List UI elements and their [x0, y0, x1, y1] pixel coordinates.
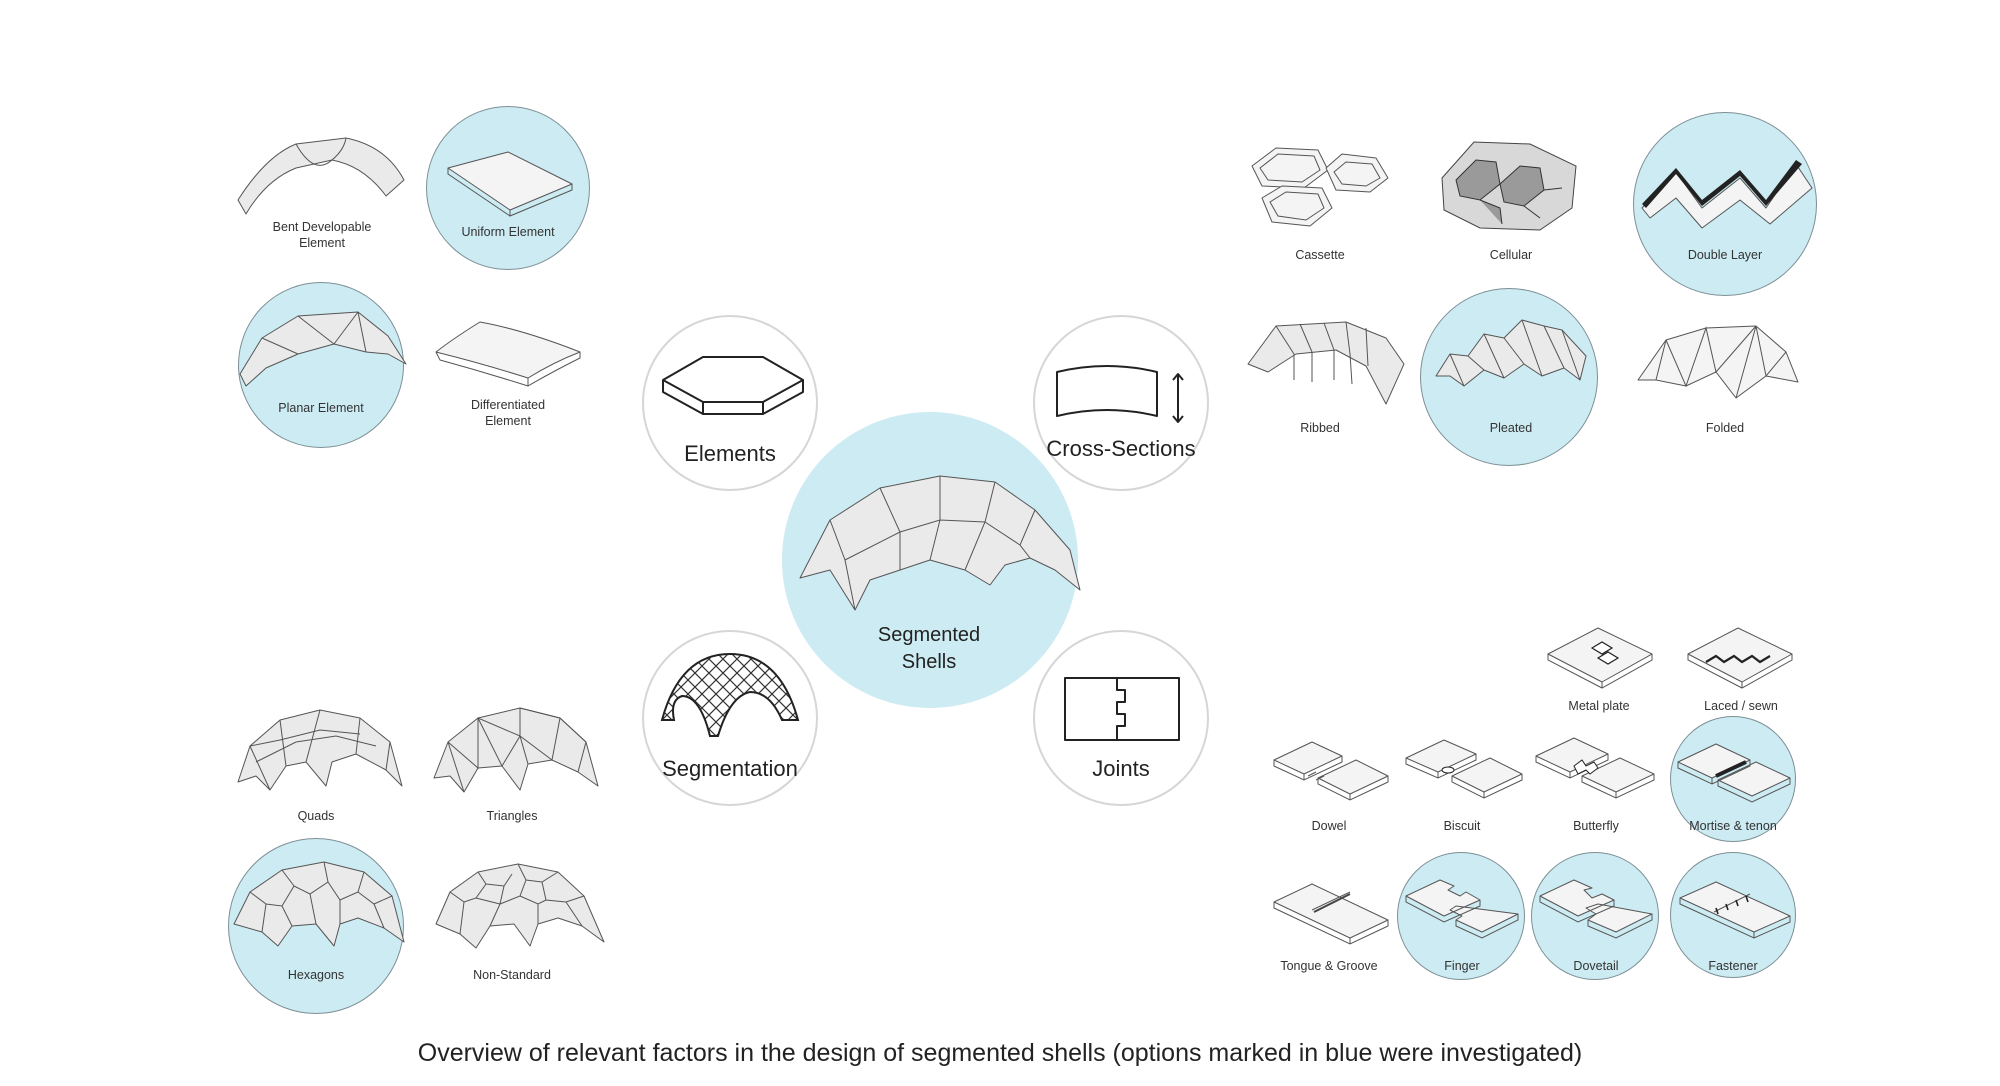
hexagons-label: Hexagons — [287, 968, 345, 982]
hexagons-shell-icon — [233, 861, 405, 947]
uniform-element-label: Uniform Element — [461, 225, 555, 239]
planar-element-label: Planar Element — [278, 401, 364, 415]
biscuit-joint-icon — [1405, 739, 1523, 799]
cassette-label: Cassette — [1295, 248, 1345, 262]
laced-sewn-label: Laced / sewn — [1704, 699, 1778, 713]
curved-section-icon — [1056, 365, 1184, 423]
ribbed-icon — [1247, 321, 1405, 405]
fastener-label: Fastener — [1708, 959, 1758, 973]
segmented-shell-illustration — [799, 475, 1081, 611]
double-layer-label: Double Layer — [1687, 248, 1763, 262]
metal-plate-joint-icon — [1547, 627, 1653, 689]
dowel-label: Dowel — [1311, 819, 1347, 833]
mortise-tenon-label: Mortise & tenon — [1689, 819, 1777, 833]
quads-shell-icon — [237, 709, 403, 791]
dovetail-label: Dovetail — [1573, 959, 1619, 973]
pleated-icon — [1435, 319, 1587, 387]
triangles-label: Triangles — [486, 809, 538, 823]
pleated-disc — [1420, 288, 1598, 466]
cellular-label: Cellular — [1489, 248, 1533, 262]
fastener-joint-icon — [1679, 881, 1791, 939]
non-standard-shell-icon — [435, 863, 605, 949]
dowel-joint-icon — [1273, 741, 1389, 801]
differentiated-element-icon — [435, 321, 581, 387]
bent-developable-element-label: Bent Developable Element — [272, 220, 372, 250]
mortise-tenon-joint-icon — [1677, 743, 1791, 803]
triangles-shell-icon — [433, 707, 599, 793]
cassette-icon — [1251, 147, 1389, 227]
uniform-element-icon — [447, 151, 573, 217]
cross-sections-label: Cross-Sections — [1046, 436, 1196, 461]
butterfly-label: Butterfly — [1573, 819, 1619, 833]
laced-sewn-joint-icon — [1687, 627, 1793, 689]
figure-caption: Overview of relevant factors in the desi… — [417, 1039, 1583, 1067]
segmentation-label: Segmentation — [662, 756, 798, 781]
double-layer-icon — [1641, 160, 1813, 229]
differentiated-element-label: Differentiated Element — [470, 398, 546, 428]
elements-label: Elements — [684, 441, 776, 466]
finger-joint-icon — [1064, 677, 1180, 741]
gridshell-arch-icon — [660, 652, 800, 737]
biscuit-label: Biscuit — [1443, 819, 1481, 833]
planar-element-icon — [239, 311, 407, 387]
non-standard-label: Non-Standard — [473, 968, 551, 982]
butterfly-joint-icon — [1535, 737, 1655, 799]
cross-sections-hub[interactable] — [1033, 315, 1209, 491]
ribbed-label: Ribbed — [1300, 421, 1340, 435]
folded-icon — [1637, 325, 1799, 399]
metal-plate-label: Metal plate — [1568, 699, 1630, 713]
pleated-label: Pleated — [1489, 421, 1533, 435]
dovetail-joint-icon — [1539, 879, 1653, 939]
tongue-groove-label: Tongue & Groove — [1280, 959, 1378, 973]
cellular-icon — [1441, 141, 1577, 231]
quads-label: Quads — [297, 809, 335, 823]
center-label: Segmented Shells — [877, 624, 981, 673]
folded-label: Folded — [1705, 421, 1745, 435]
finger-label: Finger — [1444, 959, 1480, 973]
bent-developable-element-icon — [237, 137, 405, 215]
hexagon-element-icon — [662, 356, 804, 415]
finger-joint-option-icon — [1405, 879, 1519, 939]
tongue-groove-joint-icon — [1273, 883, 1389, 945]
joints-label: Joints — [1092, 756, 1150, 781]
